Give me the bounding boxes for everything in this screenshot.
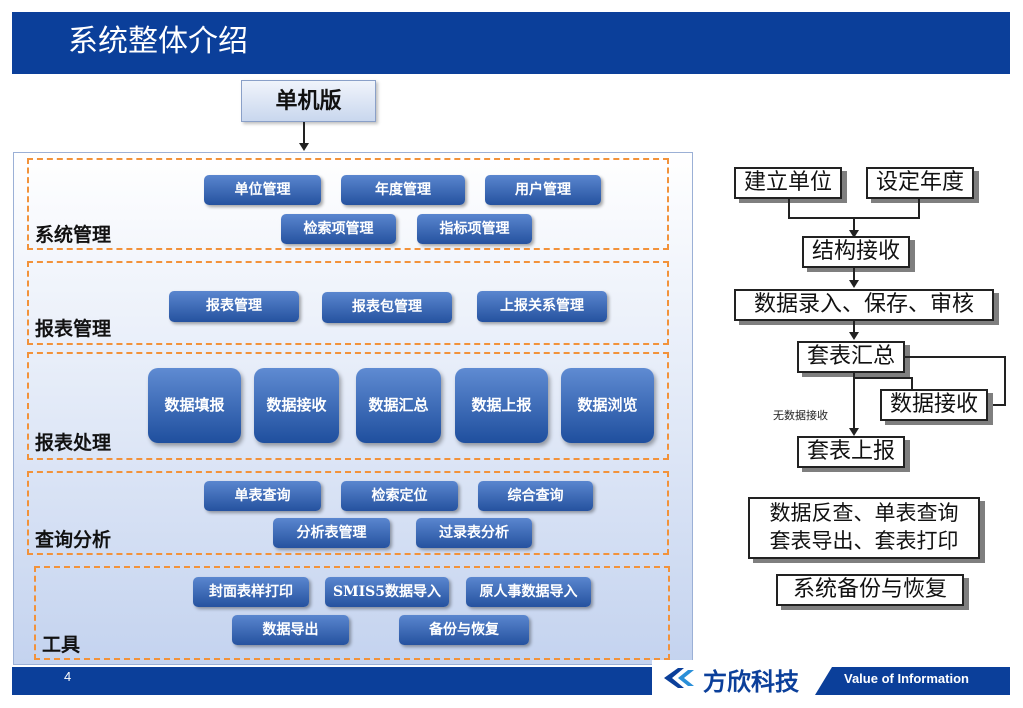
section-label-tools: 工具 (42, 634, 81, 656)
search-item-management-button[interactable]: 检索项管理 (281, 214, 396, 244)
header-bar (12, 12, 1010, 74)
flow-arrow-to-structure (849, 230, 859, 238)
search-locate-button[interactable]: 检索定位 (341, 481, 458, 511)
section-report-management (27, 261, 669, 345)
data-upload-button[interactable]: 数据上报 (455, 368, 548, 443)
transcription-table-analysis-button[interactable]: 过录表分析 (416, 518, 532, 548)
section-label-query: 查询分析 (35, 529, 112, 551)
section-report-processing (27, 352, 669, 460)
smis5-data-import-button[interactable]: SMIS5数据导入 (325, 577, 449, 607)
unit-management-button[interactable]: 单位管理 (204, 175, 321, 205)
section-label-report: 报表管理 (35, 318, 112, 340)
section-label-system: 系统管理 (35, 224, 112, 246)
company-tagline: Value of Information (844, 671, 969, 686)
flow-set-year: 设定年度 (866, 167, 974, 199)
flow-query-line-1: 数据反查、单表查询 (769, 501, 959, 525)
cover-sample-print-button[interactable]: 封面表样打印 (193, 577, 309, 607)
footer-slant-icon (815, 667, 845, 695)
flow-arrow-to-summary (849, 332, 859, 340)
flow-loop-top (905, 356, 1005, 358)
data-receive-button[interactable]: 数据接收 (254, 368, 339, 443)
flow-line-to-structure (853, 217, 855, 232)
year-management-button[interactable]: 年度管理 (341, 175, 465, 205)
page-title: 系统整体介绍 (68, 24, 248, 59)
page-number: 4 (64, 669, 72, 684)
data-entry-button[interactable]: 数据填报 (148, 368, 241, 443)
flow-query-export: 数据反查、单表查询 套表导出、套表打印 (748, 497, 980, 559)
flow-line-branch (853, 377, 913, 379)
flow-summary: 套表汇总 (797, 341, 905, 373)
flow-arrow-to-entry (849, 280, 859, 288)
flow-no-data-receive-note: 无数据接收 (773, 409, 828, 422)
flow-data-entry: 数据录入、保存、审核 (734, 289, 994, 321)
brand-name: 方欣科技 (703, 668, 799, 696)
section-tools (34, 566, 670, 660)
report-package-management-button[interactable]: 报表包管理 (322, 292, 452, 323)
data-browse-button[interactable]: 数据浏览 (561, 368, 654, 443)
section-label-process: 报表处理 (35, 432, 112, 454)
single-table-query-button[interactable]: 单表查询 (204, 481, 321, 511)
flow-line-branch-down (911, 377, 913, 390)
top-connector-line (303, 122, 305, 144)
section-system-management (27, 158, 669, 250)
flow-line-unit-down (788, 199, 790, 219)
flow-arrow-to-report (849, 428, 859, 436)
data-summary-button[interactable]: 数据汇总 (356, 368, 441, 443)
flow-receive-structure: 结构接收 (802, 236, 910, 268)
flow-query-line-2: 套表导出、套表打印 (769, 529, 959, 553)
flow-report-up: 套表上报 (797, 436, 905, 468)
legacy-hr-data-import-button[interactable]: 原人事数据导入 (466, 577, 591, 607)
section-query-analysis (27, 471, 669, 555)
flow-data-receive: 数据接收 (880, 389, 988, 421)
flow-loop-right (1004, 356, 1006, 406)
top-connector-arrowhead (299, 143, 309, 151)
flow-create-unit: 建立单位 (734, 167, 842, 199)
backup-restore-button[interactable]: 备份与恢复 (399, 615, 529, 645)
user-management-button[interactable]: 用户管理 (485, 175, 601, 205)
flow-loop-return (988, 404, 1006, 406)
company-logo-icon (664, 668, 694, 688)
reporting-relationship-management-button[interactable]: 上报关系管理 (477, 291, 607, 322)
flow-line-to-entry (853, 268, 855, 281)
flow-backup-restore: 系统备份与恢复 (776, 574, 964, 606)
flow-line-to-summary (853, 321, 855, 333)
analysis-table-management-button[interactable]: 分析表管理 (273, 518, 390, 548)
data-export-button[interactable]: 数据导出 (232, 615, 349, 645)
indicator-management-button[interactable]: 指标项管理 (417, 214, 532, 244)
report-management-button[interactable]: 报表管理 (169, 291, 299, 322)
comprehensive-query-button[interactable]: 综合查询 (478, 481, 593, 511)
standalone-version-node: 单机版 (241, 80, 376, 122)
flow-line-year-down (918, 199, 920, 219)
flow-line-to-report (853, 373, 855, 429)
